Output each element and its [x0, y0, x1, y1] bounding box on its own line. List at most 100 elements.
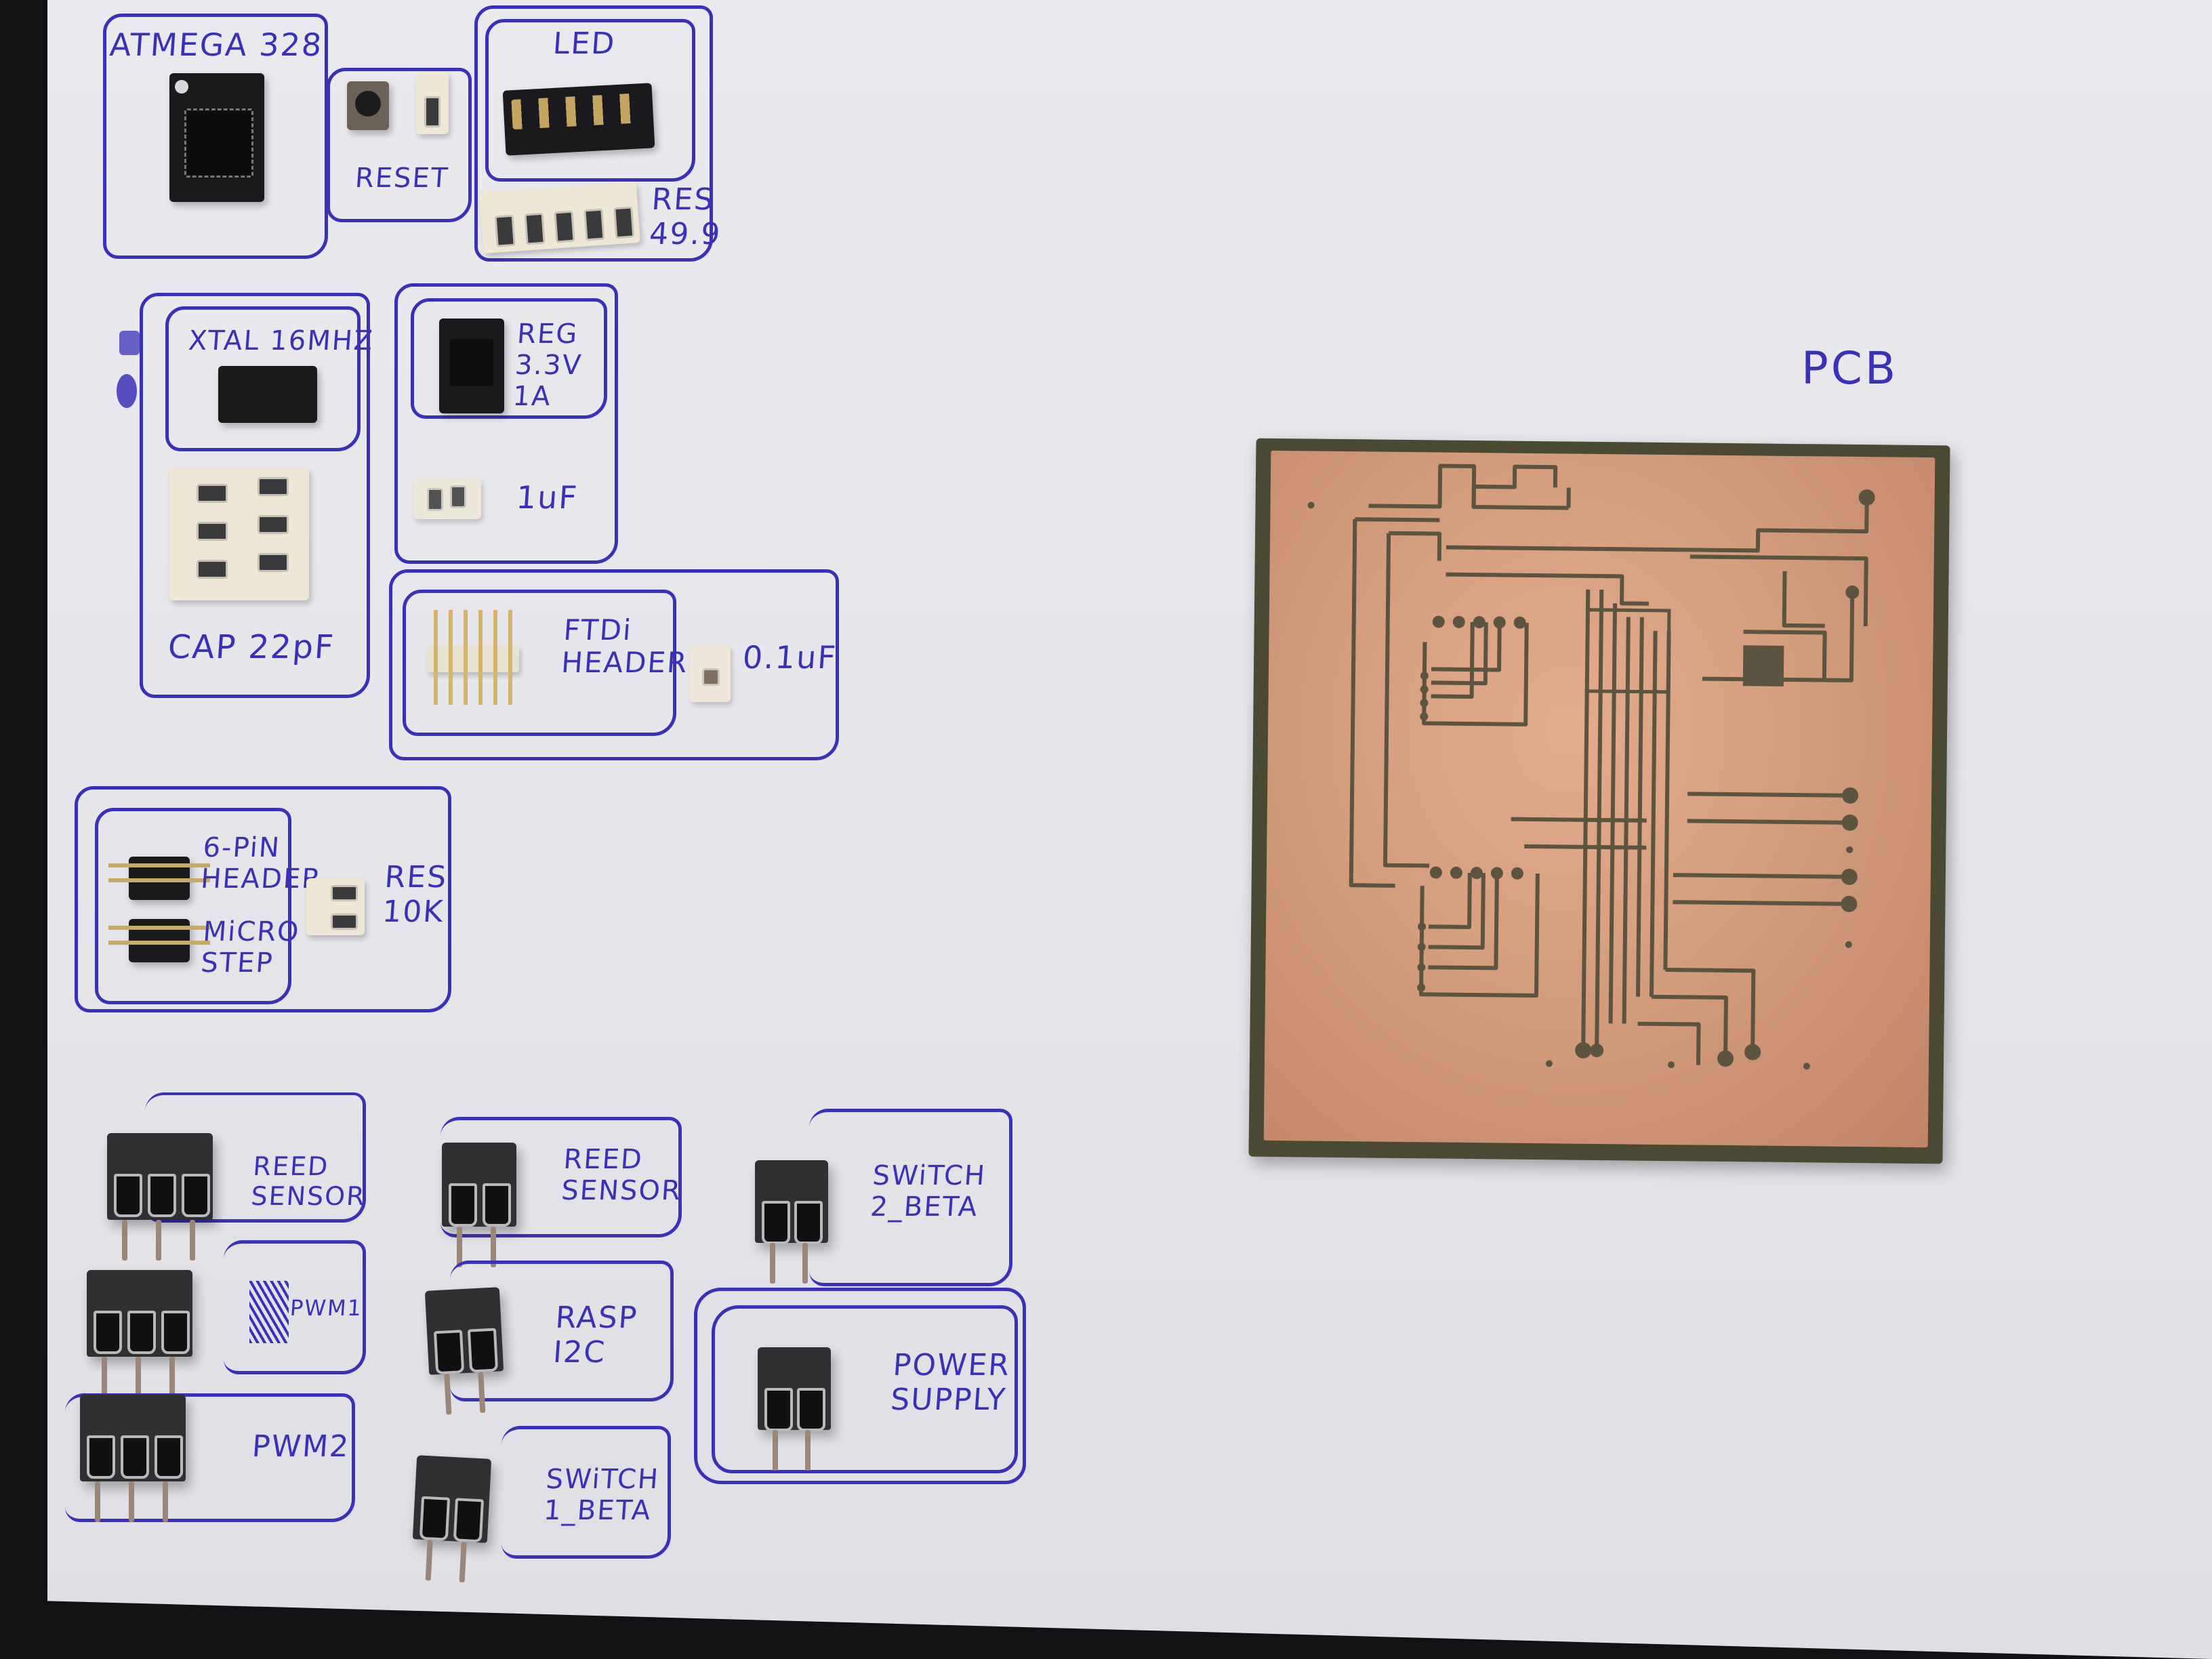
- terminal-pin: [169, 1357, 175, 1397]
- terminal-pin: [122, 1220, 127, 1261]
- terminal-block-3pin: [87, 1270, 192, 1397]
- smd-resistor: [331, 914, 358, 930]
- label-pwm1: PWM1: [289, 1295, 364, 1321]
- group-box-headers-res: [75, 786, 451, 1012]
- sprocket-hole: [175, 80, 188, 94]
- smd-capacitor: [702, 668, 720, 686]
- group-box-reg: [411, 298, 607, 419]
- smd-capacitor: [427, 488, 443, 511]
- label-reset: RESET: [354, 163, 450, 194]
- smd-capacitor: [258, 553, 289, 572]
- terminal-slot: [483, 1183, 511, 1227]
- terminal-slot: [453, 1498, 485, 1543]
- group-box-led: [485, 19, 695, 182]
- terminal-slot: [148, 1174, 176, 1217]
- milled-pcb: [1248, 438, 1950, 1164]
- micro-step-header: [108, 919, 210, 962]
- terminal-slot: [87, 1435, 115, 1479]
- terminal-slot: [433, 1330, 465, 1375]
- label-atmega: ATMEGA 328: [108, 26, 325, 63]
- terminal-block-2pin: [412, 1455, 492, 1583]
- crystal-tape: [218, 366, 317, 423]
- group-box-ftdi-cap: [389, 569, 839, 760]
- terminal-slot: [121, 1435, 149, 1479]
- terminal-slot: [127, 1311, 156, 1354]
- group-box-led-outer: [474, 5, 713, 262]
- led-pockets: [511, 92, 646, 130]
- terminal-slot: [182, 1174, 210, 1217]
- group-box-reed1: [145, 1092, 366, 1223]
- label-res-49-9: RES 49.9: [648, 182, 723, 251]
- group-box-xtal-cap: [140, 293, 370, 698]
- led-reel-strip: [502, 83, 655, 156]
- group-box-xtal: [165, 306, 361, 451]
- terminal-slot: [467, 1328, 499, 1373]
- terminal-slot: [419, 1496, 451, 1541]
- res-49-9-tape: [479, 182, 640, 253]
- terminal-pin: [491, 1227, 496, 1267]
- group-box-switch1: [501, 1426, 671, 1559]
- scribble-mark: [119, 331, 140, 355]
- smd-capacitor: [450, 485, 466, 508]
- six-pin-header: [108, 857, 210, 900]
- terminal-pin: [163, 1481, 168, 1522]
- smd-capacitor: [197, 522, 228, 541]
- label-res-10k: RES 10K: [381, 860, 449, 929]
- smd-resistor: [424, 96, 441, 127]
- cap-0-1uf-tape: [690, 645, 731, 702]
- group-box-ftdi: [403, 590, 676, 736]
- smd-resistor: [494, 214, 516, 247]
- pcb-traces: [1307, 464, 1875, 1070]
- label-reed-sensor-1: REED SENSOR: [249, 1151, 367, 1211]
- ftdi-header: [427, 610, 519, 705]
- terminal-block-2pin: [442, 1143, 516, 1267]
- regulator-tape: [439, 319, 504, 413]
- label-reg: REG 3.3V 1A: [512, 319, 583, 412]
- tqfp-package: [184, 108, 253, 178]
- switch-button: [355, 91, 381, 117]
- header-pins: [108, 926, 210, 956]
- group-box-headers: [95, 808, 291, 1004]
- terminal-block-3pin: [107, 1133, 213, 1261]
- terminal-pin: [773, 1430, 778, 1471]
- smd-resistor: [613, 206, 635, 239]
- label-xtal: XTAL 16MHZ: [187, 325, 375, 356]
- group-box-reg-cap: [394, 283, 618, 564]
- label-micro-step: MiCRO STEP: [199, 916, 302, 979]
- smd-resistor: [554, 210, 575, 243]
- terminal-slot: [155, 1435, 183, 1479]
- smd-resistor: [524, 212, 546, 245]
- label-cap-0-1uf: 0.1uF: [741, 639, 838, 676]
- terminal-pin: [95, 1481, 100, 1522]
- terminal-pin: [190, 1220, 195, 1261]
- smd-resistor: [583, 208, 605, 241]
- terminal-slot: [94, 1311, 122, 1354]
- smd-capacitor: [197, 560, 228, 579]
- terminal-pin: [805, 1430, 811, 1471]
- label-pwm2: PWM2: [251, 1429, 351, 1464]
- label-cap-1uf: 1uF: [515, 479, 579, 516]
- tactile-switch: [347, 81, 389, 130]
- terminal-slot: [762, 1201, 790, 1244]
- sot223-package: [450, 339, 493, 386]
- cap-22pf-tape: [169, 468, 309, 600]
- group-box-switch2: [809, 1109, 1012, 1286]
- smd-capacitor: [258, 515, 289, 534]
- header-pins: [434, 610, 512, 705]
- terminal-block-2pin: [755, 1160, 828, 1284]
- label-ftdi: FTDi HEADER: [560, 613, 689, 680]
- terminal-slot: [797, 1388, 825, 1431]
- group-box-pwm1: [224, 1240, 366, 1374]
- scribble-mark: [117, 374, 137, 408]
- label-power-supply: POWER SUPPLY: [889, 1348, 1012, 1417]
- label-rasp-i2c: RASP I2C: [552, 1300, 639, 1370]
- terminal-slot: [114, 1174, 142, 1217]
- terminal-pin: [457, 1227, 462, 1267]
- terminal-pin: [770, 1243, 775, 1284]
- terminal-block-3pin: [80, 1395, 186, 1522]
- terminal-block-2pin: [424, 1287, 504, 1415]
- terminal-slot: [449, 1183, 477, 1227]
- group-box-reed2: [441, 1117, 682, 1237]
- header-pins: [108, 863, 210, 893]
- terminal-pin: [136, 1357, 141, 1397]
